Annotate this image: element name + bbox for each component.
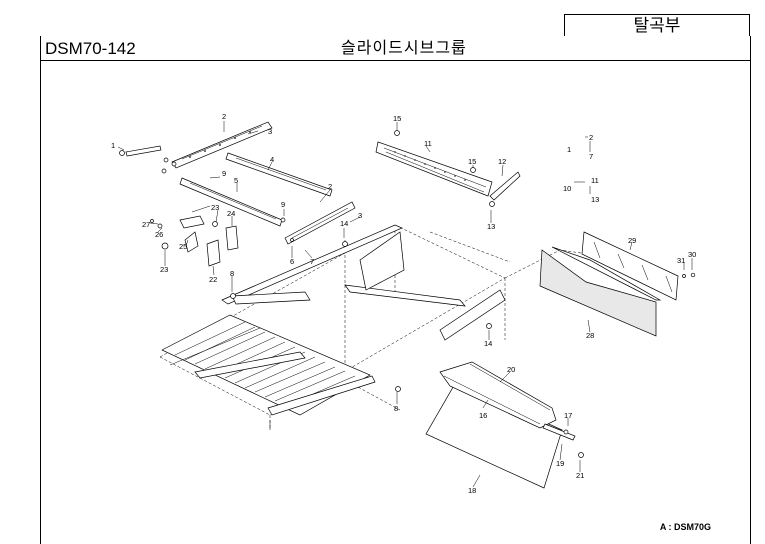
callout-5: 5 — [234, 176, 238, 185]
callout-31: 31 — [677, 256, 685, 265]
callout-14: 14 — [484, 339, 492, 348]
bracket-parts — [150, 205, 239, 267]
section-label-box: 탈곡부 — [564, 14, 750, 36]
rail-5 — [179, 177, 283, 227]
leader-lines — [117, 121, 693, 488]
callout-28: 28 — [586, 331, 594, 340]
callout-labels: 1 2 3 4 9 5 2 9 3 14 6 7 27 26 23 24 25 … — [111, 112, 696, 495]
callout-30: 30 — [688, 250, 696, 259]
callout-16: 16 — [479, 411, 487, 420]
small-hardware — [161, 157, 492, 392]
callout-17: 17 — [564, 411, 572, 420]
bolt-1 — [119, 145, 162, 157]
diagram-frame — [40, 61, 751, 544]
assembly-10-parent: 10 — [563, 184, 571, 193]
callout-3: 3 — [358, 211, 362, 220]
applicability-note: A : DSM70G — [659, 522, 711, 532]
assembly-1-top: 2 — [589, 133, 593, 142]
callout-11: 11 — [424, 139, 432, 148]
strip-29 — [581, 231, 696, 301]
callout-19: 19 — [556, 459, 564, 468]
callout-24: 24 — [227, 209, 235, 218]
section-label: 탈곡부 — [633, 16, 681, 36]
baffle-plate-28 — [539, 246, 662, 337]
callout-27: 27 — [142, 220, 150, 229]
callout-9: 9 — [222, 169, 226, 178]
header-row: DSM70-142 슬라이드시브그룹 — [40, 36, 751, 61]
assembly-1-parent: 1 — [567, 145, 571, 154]
sieve-floor — [161, 314, 376, 430]
doc-code: DSM70-142 — [45, 39, 136, 58]
callout-4: 4 — [270, 155, 274, 164]
callout-9: 9 — [281, 200, 285, 209]
group-title: 슬라이드시브그룹 — [341, 38, 467, 57]
callout-23: 23 — [160, 265, 168, 274]
callout-25: 25 — [179, 242, 187, 251]
callout-18: 18 — [468, 486, 476, 495]
callout-22: 22 — [209, 275, 217, 284]
callout-8: 8 — [230, 269, 234, 278]
callout-13: 13 — [487, 222, 495, 231]
assembly-10-bottom: 13 — [591, 195, 599, 204]
upper-rail-2-3 — [171, 121, 273, 169]
callout-2: 2 — [222, 112, 226, 121]
callout-2: 2 — [328, 182, 332, 191]
rod-12 — [394, 130, 521, 207]
housing-20 — [439, 361, 584, 458]
callout-7: 7 — [310, 257, 314, 266]
callout-14: 14 — [340, 219, 348, 228]
upper-rail-2-3-right — [284, 201, 356, 245]
rail-4 — [225, 152, 333, 197]
frame-rails — [221, 224, 506, 341]
callout-23: 23 — [211, 203, 219, 212]
assembly-1-bottom: 7 — [589, 152, 593, 161]
callout-3: 3 — [268, 127, 272, 136]
callout-26: 26 — [155, 230, 163, 239]
callout-1: 1 — [111, 141, 115, 150]
callout-15: 15 — [468, 157, 476, 166]
callout-12: 12 — [498, 157, 506, 166]
callout-6: 6 — [290, 257, 294, 266]
perforated-plate-11 — [375, 141, 493, 197]
callout-21: 21 — [576, 471, 584, 480]
assembly-10-top: 11 — [591, 176, 599, 185]
callout-8: 8 — [394, 404, 398, 413]
callout-20: 20 — [507, 365, 515, 374]
callout-29: 29 — [628, 236, 636, 245]
callout-15: 15 — [393, 114, 401, 123]
